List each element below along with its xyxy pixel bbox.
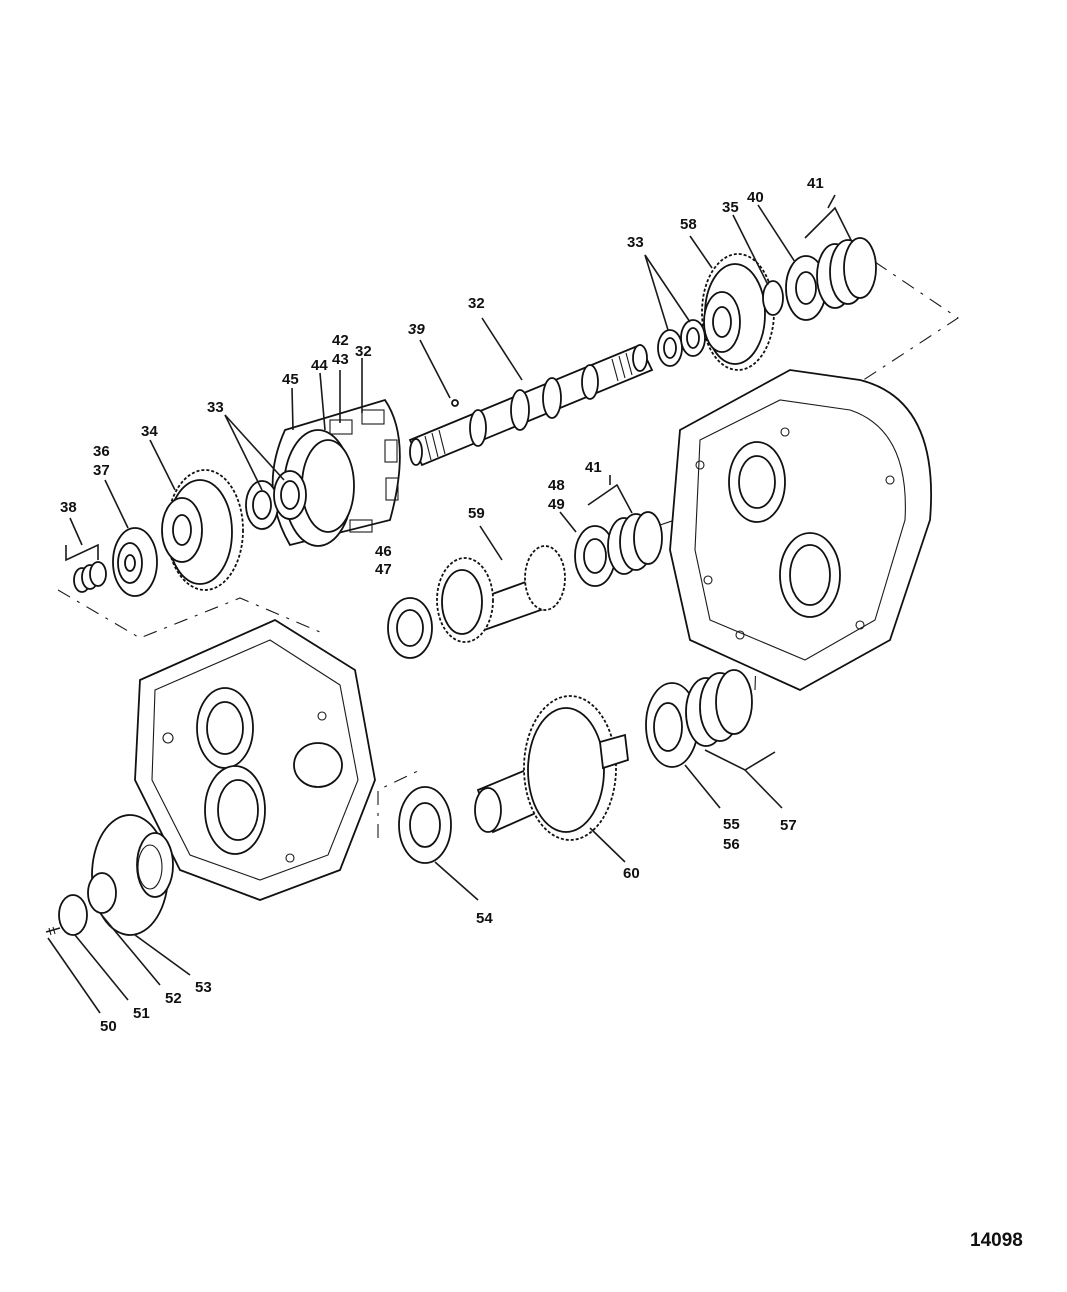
needle-bearings-right	[657, 319, 706, 367]
screw-50	[45, 926, 61, 936]
bearing-55-56	[645, 682, 699, 768]
washer-51	[58, 894, 88, 936]
part-label-49: 49	[548, 496, 565, 513]
gear-shaft-59	[436, 545, 566, 643]
part-label-35: 35	[722, 199, 739, 216]
part-label-54: 54	[476, 910, 493, 927]
bearing-36-37	[112, 527, 158, 597]
seal-stack-57	[685, 669, 753, 747]
seal-stack-41-top	[816, 237, 877, 309]
part-label-45: 45	[282, 371, 299, 388]
part-label-32-drum: 32	[355, 343, 372, 360]
part-label-50: 50	[100, 1018, 117, 1035]
part-label-60: 60	[623, 865, 640, 882]
clutch-drum	[271, 398, 401, 547]
shim-35	[762, 280, 784, 316]
part-label-41-top: 41	[807, 175, 824, 192]
part-label-46: 46	[375, 543, 392, 560]
part-label-36: 36	[93, 443, 110, 460]
part-label-34: 34	[141, 423, 158, 440]
part-label-52: 52	[165, 990, 182, 1007]
output-gear-60	[474, 695, 629, 841]
part-label-42: 42	[332, 332, 349, 349]
seal-stack-41-mid	[607, 511, 663, 575]
part-label-38: 38	[60, 499, 77, 516]
part-label-55: 55	[723, 816, 740, 833]
rear-housing	[669, 369, 932, 692]
part-labels: 32 32 33 33 34 35 36 37 38 39 40 41 41 4…	[60, 175, 824, 1035]
part-label-44: 44	[311, 357, 328, 374]
part-label-33-left: 33	[207, 399, 224, 416]
part-label-33-right: 33	[627, 234, 644, 251]
needle-bearings-left	[245, 470, 307, 530]
part-label-39: 39	[408, 321, 425, 338]
part-label-32: 32	[468, 295, 485, 312]
gear-58	[701, 253, 775, 371]
part-label-51: 51	[133, 1005, 150, 1022]
front-housing	[134, 618, 376, 901]
part-label-37: 37	[93, 462, 110, 479]
main-shaft	[408, 343, 654, 467]
figure-number: 14098	[970, 1230, 1023, 1251]
bearing-40	[785, 255, 827, 321]
bearing-46-47	[387, 597, 433, 659]
part-label-59: 59	[468, 505, 485, 522]
part-label-48: 48	[548, 477, 565, 494]
part-label-53: 53	[195, 979, 212, 996]
part-label-43: 43	[332, 351, 349, 368]
part-label-47: 47	[375, 561, 392, 578]
part-label-56: 56	[723, 836, 740, 853]
part-label-40: 40	[747, 189, 764, 206]
bearing-54	[398, 786, 452, 864]
leader-lines	[47, 194, 853, 1014]
part-label-57: 57	[780, 817, 797, 834]
seal-52	[87, 872, 117, 914]
part-label-41-mid: 41	[585, 459, 602, 476]
gear-34	[161, 469, 244, 591]
spring-38	[73, 561, 107, 593]
part-label-58: 58	[680, 216, 697, 233]
